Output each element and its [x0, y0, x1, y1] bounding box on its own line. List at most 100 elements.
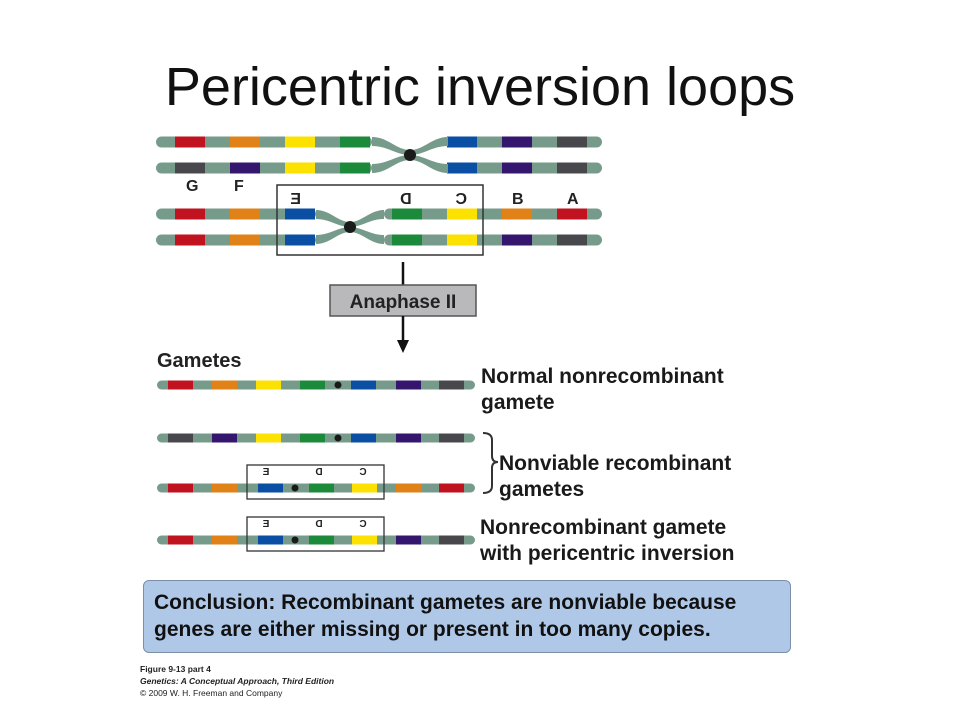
chromatid-1-arm-left: [156, 136, 372, 148]
gamete-label-inversion-line1: Nonrecombinant gamete: [480, 516, 727, 539]
gene-label-g: G: [186, 178, 198, 195]
inverted-chromosome-pair: [156, 208, 602, 246]
gamete-2-band-gray: [439, 433, 464, 443]
gene-label-d-inverted: D: [400, 191, 412, 208]
chromatid-4-band-blue: [285, 234, 315, 246]
gamete-1-band-orange: [212, 380, 237, 390]
gamete-2-band-blue: [351, 433, 376, 443]
gamete-4-band-green: [309, 535, 334, 545]
inverted-chromatid-top: [156, 208, 602, 220]
chromatid-2-band-blue: [447, 162, 477, 174]
normal-chromatid-bottom: [156, 162, 602, 174]
normal-chromatid-top: [156, 136, 602, 148]
gamete-2: [157, 433, 475, 443]
gamete-2-band-purple: [212, 433, 237, 443]
chromatid-2-arm-left: [156, 162, 372, 174]
recombinant-brace: [482, 432, 499, 494]
chromatid-2-band-purple: [230, 162, 260, 174]
gamete-4-band-gray: [439, 535, 464, 545]
chromatid-1-band-gray: [557, 136, 587, 148]
anaphase-box: [329, 284, 477, 317]
gamete-label-inversion: Nonrecombinant gamete with pericentric i…: [480, 515, 734, 567]
gamete-4-gene-label-0: E: [262, 519, 269, 530]
gamete-4-gene-label-1: D: [315, 519, 322, 530]
chromatid-1-band-red: [175, 136, 205, 148]
gamete-4-band-purple: [396, 535, 421, 545]
gamete-4-inversion-box: [246, 516, 385, 552]
gamete-4-band-blue: [258, 535, 283, 545]
gamete-3-band-orange: [396, 483, 421, 493]
centromere-normal: [404, 149, 416, 161]
gamete-3-band-blue: [258, 483, 283, 493]
gamete-2-band-gray: [168, 433, 193, 443]
gene-label-c-inverted: C: [455, 191, 467, 208]
gamete-1-band-red: [168, 380, 193, 390]
chromatid-4-band-orange: [230, 234, 260, 246]
gamete-3-band-green: [309, 483, 334, 493]
gamete-4-centromere: [291, 536, 299, 544]
centromere-inverted: [344, 221, 356, 233]
gamete-3-band-red: [168, 483, 193, 493]
inverted-chromatid-bottom: [156, 234, 602, 246]
gamete-3-inversion-box: [246, 464, 385, 500]
conclusion-box: Conclusion: Recombinant gametes are nonv…: [143, 580, 791, 653]
chromatid-2-band-green: [340, 162, 370, 174]
slide-title: Pericentric inversion loops: [164, 57, 796, 117]
chromatid-3-band-red: [557, 208, 587, 220]
gamete-2-band-yellow: [256, 433, 281, 443]
chromatid-4-band-gray: [557, 234, 587, 246]
chromatid-3-arm-right: [384, 208, 602, 220]
gamete-4-band-yellow: [352, 535, 377, 545]
inversion-loop-box: [276, 184, 484, 256]
gamete-1: [157, 380, 475, 390]
normal-chromosome-pair: [156, 136, 602, 174]
gamete-2-band-purple: [396, 433, 421, 443]
gamete-1-band-yellow: [256, 380, 281, 390]
gamete-3-gene-label-2: C: [359, 467, 366, 478]
conclusion-lead: Conclusion:: [154, 591, 276, 614]
chromatid-3-band-yellow: [447, 208, 477, 220]
gamete-2-centromere: [334, 434, 342, 442]
chromatid-2-band-gray: [557, 162, 587, 174]
gametes-heading: Gametes: [157, 350, 242, 372]
chromatid-1-band-yellow: [285, 136, 315, 148]
chromatid-1-band-blue: [447, 136, 477, 148]
chromatid-4-band-red: [175, 234, 205, 246]
chromatid-3-band-orange: [230, 208, 260, 220]
chromatid-4-band-purple: [502, 234, 532, 246]
gamete-3-band-yellow: [352, 483, 377, 493]
gene-label-b: B: [512, 191, 524, 208]
chromatid-1-band-purple: [502, 136, 532, 148]
gene-label-a: A: [567, 191, 579, 208]
chromatid-4-arm-right: [384, 234, 602, 246]
chromatid-1-band-green: [340, 136, 370, 148]
gamete-1-band-purple: [396, 380, 421, 390]
chromatid-3-band-green: [392, 208, 422, 220]
gamete-1-band-gray: [439, 380, 464, 390]
chromatid-3-band-red: [175, 208, 205, 220]
caption-figure: Figure 9-13 part 4: [140, 664, 211, 674]
gamete-label-recombinant-line1: Nonviable recombinant: [499, 452, 732, 475]
chromatid-2-band-gray: [175, 162, 205, 174]
gamete-label-inversion-line2: with pericentric inversion: [480, 542, 735, 565]
gamete-4-band-red: [168, 535, 193, 545]
gamete-label-recombinant: Nonviable recombinant gametes: [499, 451, 731, 503]
chromatid-2-band-yellow: [285, 162, 315, 174]
chromatid-4-band-yellow: [447, 234, 477, 246]
figure-caption: Figure 9-13 part 4 Genetics: A Conceptua…: [140, 663, 334, 699]
gamete-3-band-red: [439, 483, 464, 493]
gamete-1-band-green: [300, 380, 325, 390]
gamete-3-gene-label-0: E: [262, 467, 269, 478]
gamete-label-normal-line1: Normal nonrecombinant: [481, 365, 724, 388]
gamete-3-centromere: [291, 484, 299, 492]
anaphase-label: Anaphase II: [350, 292, 457, 313]
chromatid-3-band-blue: [285, 208, 315, 220]
gamete-label-normal-line2: gamete: [481, 391, 555, 414]
caption-book: Genetics: A Conceptual Approach, Third E…: [140, 676, 335, 686]
gamete-4-gene-label-2: C: [359, 519, 366, 530]
